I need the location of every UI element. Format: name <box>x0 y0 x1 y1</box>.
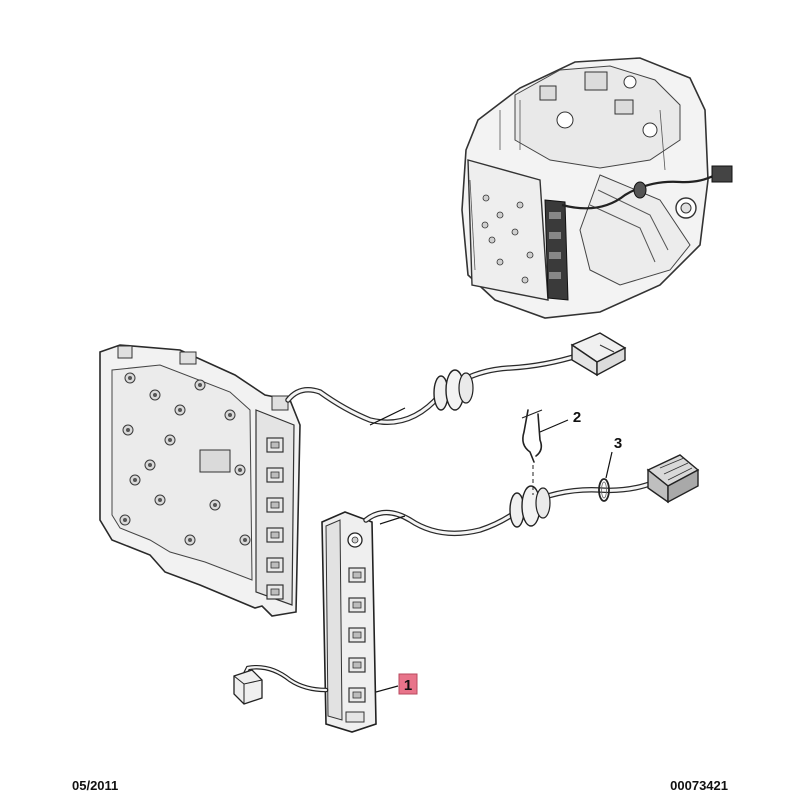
callout-leaders <box>369 407 613 693</box>
footer-date: 05/2011 <box>72 778 119 793</box>
lower-grommet <box>509 485 551 528</box>
callout-3[interactable]: 3 <box>614 435 622 452</box>
upper-grommet <box>433 369 474 411</box>
upper-wiring <box>285 332 627 425</box>
callout-2-number: 2 <box>573 409 581 426</box>
retaining-clip <box>521 409 543 495</box>
lower-connector <box>646 454 700 504</box>
callout-3-number: 3 <box>614 435 622 452</box>
wiring-harness-strip <box>233 511 377 733</box>
callout-2[interactable]: 2 <box>573 409 581 426</box>
upper-connector <box>570 332 627 377</box>
sealing-ring <box>598 478 610 502</box>
lower-wiring <box>363 454 700 537</box>
footer-reference: 00073421 <box>670 778 728 793</box>
callout-1-number: 1 <box>404 677 412 694</box>
callout-1-highlight <box>398 673 418 695</box>
valve-body-plate <box>99 344 301 617</box>
transmission-assembly <box>461 57 733 319</box>
callout-1[interactable]: 1 <box>398 673 418 695</box>
